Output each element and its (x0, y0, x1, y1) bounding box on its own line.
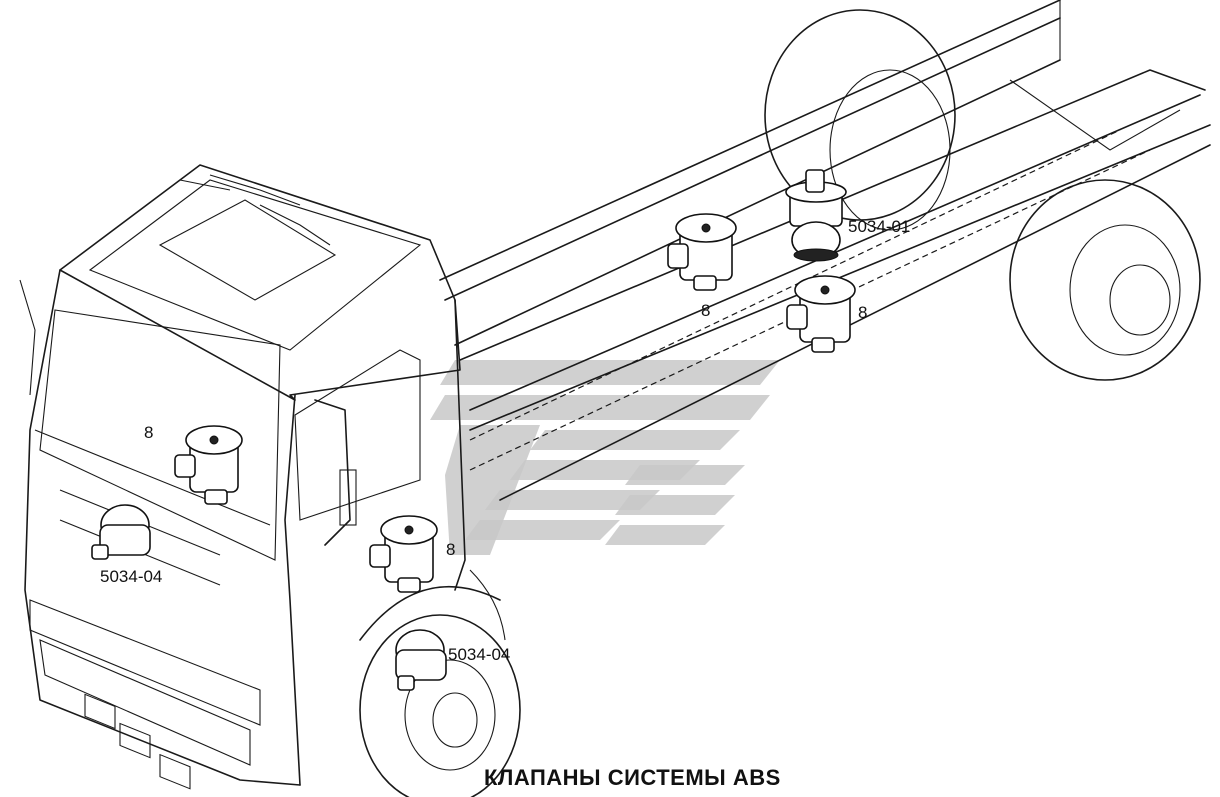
callout-sensor-wheel: 5034-04 (448, 645, 510, 664)
callout-cab-valve-upper: 8 (144, 423, 153, 442)
rear-wheel-far (764, 9, 956, 231)
abs-valve-frame-right[interactable] (786, 275, 856, 353)
abs-valve-frame-left[interactable] (667, 213, 737, 291)
callout-sensor-cab: 5034-04 (100, 567, 162, 586)
abs-valve-cab-lower[interactable] (369, 515, 438, 593)
callout-cab-valve-lower: 8 (446, 540, 455, 559)
abs-relay-valve[interactable] (785, 169, 847, 262)
callout-frame-valve-right: 8 (858, 303, 867, 322)
watermark-logo (430, 360, 780, 555)
callout-relay-valve: 5034-01 (848, 217, 910, 236)
abs-sensor-wheel[interactable] (395, 629, 447, 691)
abs-sensor-cab[interactable] (91, 504, 151, 560)
front-wheel (359, 569, 521, 797)
callout-frame-valve-left: 8 (701, 301, 710, 320)
truck-cab (19, 164, 466, 790)
abs-valve-cab-upper[interactable] (174, 425, 243, 505)
rear-wheel-near (1009, 179, 1201, 381)
diagram-title: КЛАПАНЫ СИСТЕМЫ ABS (484, 765, 781, 790)
